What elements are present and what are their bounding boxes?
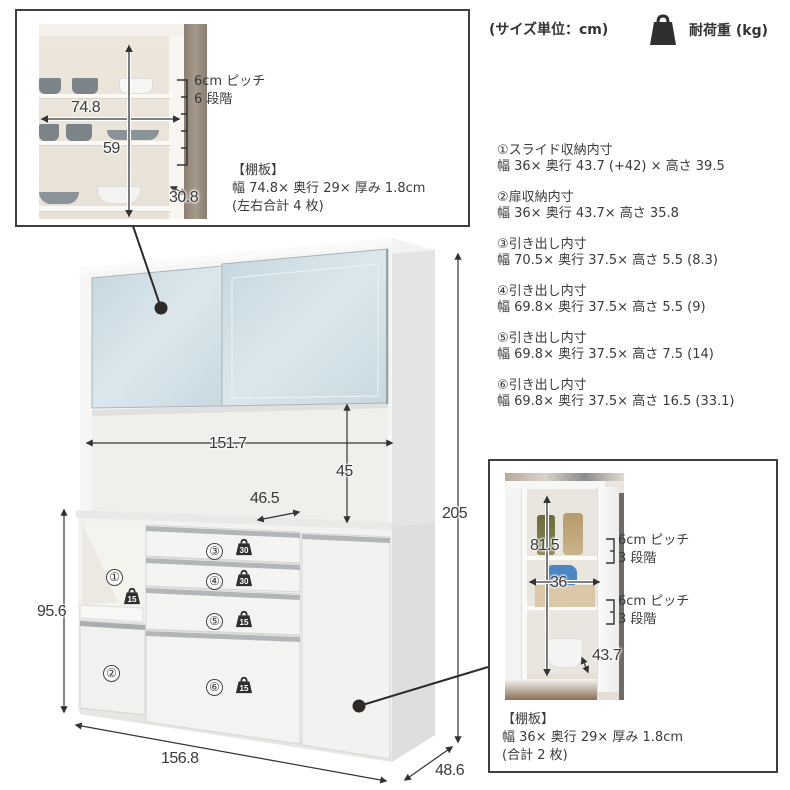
weight-icon: 30 (235, 569, 253, 587)
compartment-number: ① (106, 568, 123, 586)
spec-detail: 幅 69.8× 奥行 37.5× 高さ 7.5 (14) (497, 347, 714, 362)
upper-pitch-line2: 3 段階 (618, 551, 657, 566)
spec-item: ①スライド収納内寸 幅 36× 奥行 43.7 (+42) × 高さ 39.5 (497, 143, 787, 190)
compartment-number: ⑤ (206, 612, 223, 630)
open-depth-label: 46.5 (250, 490, 280, 507)
compartment-number: ④ (206, 572, 223, 590)
unit-label: (サイズ単位：cm) (489, 22, 609, 38)
total-depth-label: 48.6 (435, 762, 465, 779)
shelf-board-title: 【棚板】 (232, 163, 285, 178)
door-shelf-board-title: 【棚板】 (502, 712, 555, 727)
weight-legend-label: 耐荷重 (kg) (689, 23, 769, 39)
door-depth-label: 43.7 (592, 647, 622, 664)
compartment-number: ② (103, 664, 120, 682)
specs-list: ①スライド収納内寸 幅 36× 奥行 43.7 (+42) × 高さ 39.5 … (497, 143, 787, 425)
weight-bag-icon (650, 14, 676, 45)
compartment-number: ⑥ (206, 678, 223, 696)
weight-icon: 15 (123, 587, 141, 605)
spec-title: ③引き出し内寸 (497, 237, 587, 252)
shelf-board-spec: 幅 74.8× 奥行 29× 厚み 1.8cm (232, 181, 426, 196)
compartment-4: ④ (206, 570, 223, 590)
weight-icon: 30 (235, 538, 253, 556)
total-height-label: 205 (442, 505, 468, 522)
spec-title: ①スライド収納内寸 (497, 143, 613, 158)
compartment-2: ② (103, 662, 120, 682)
spec-item: ⑤引き出し内寸 幅 69.8× 奥行 37.5× 高さ 7.5 (14) (497, 331, 787, 378)
svg-text:15: 15 (240, 618, 249, 627)
spec-detail: 幅 36× 奥行 43.7× 高さ 35.8 (497, 206, 679, 221)
spec-detail: 幅 36× 奥行 43.7 (+42) × 高さ 39.5 (497, 159, 725, 174)
compartment-number: ③ (206, 542, 223, 560)
spec-detail: 幅 70.5× 奥行 37.5× 高さ 5.5 (8.3) (497, 253, 718, 268)
lower-height-label: 95.6 (37, 603, 67, 620)
shelf-depth-label: 30.8 (169, 189, 199, 206)
spec-detail: 幅 69.8× 奥行 37.5× 高さ 5.5 (9) (497, 300, 706, 315)
pitch-bracket-icon (177, 79, 188, 166)
spec-item: ⑥引き出し内寸 幅 69.8× 奥行 37.5× 高さ 16.5 (33.1) (497, 378, 787, 425)
total-width-label: 156.8 (161, 750, 199, 767)
spec-title: ⑥引き出し内寸 (497, 378, 587, 393)
door-shelf-board-spec: 幅 36× 奥行 29× 厚み 1.8cm (502, 730, 684, 745)
shelf-height-label: 59 (103, 140, 120, 157)
svg-text:30: 30 (240, 577, 249, 586)
open-width-label: 151.7 (209, 435, 247, 452)
door-shelf-board-count: (合計 2 枚) (502, 748, 568, 763)
shelf-board-count: (左右合計 4 枚) (232, 199, 324, 214)
compartment-6: ⑥ (206, 676, 223, 696)
spec-item: ②扉収納内寸 幅 36× 奥行 43.7× 高さ 35.8 (497, 190, 787, 237)
pitch-line1: 6cm ピッチ (194, 74, 266, 89)
pitch-bracket-icon (606, 538, 615, 564)
shelf-dimension-arrows (40, 44, 188, 218)
pitch-bracket-icon (606, 599, 615, 625)
svg-text:15: 15 (128, 595, 137, 604)
open-height-label: 45 (336, 463, 353, 480)
shelf-width-label: 74.8 (71, 99, 101, 116)
door-height-label: 81.5 (530, 537, 560, 554)
compartment-3: ③ (206, 540, 223, 560)
compartment-5: ⑤ (206, 610, 223, 630)
shelf-inset-frame: 74.8 59 30.8 6cm ピッチ 6 段階 【棚板】 幅 74.8× 奥… (15, 9, 470, 227)
compartment-1: ① (106, 566, 123, 586)
weight-icon: 15 (235, 676, 253, 694)
upper-pitch-line1: 6cm ピッチ (618, 533, 690, 548)
spec-item: ④引き出し内寸 幅 69.8× 奥行 37.5× 高さ 5.5 (9) (497, 284, 787, 331)
door-photo (505, 473, 624, 700)
svg-text:15: 15 (240, 684, 249, 693)
lower-pitch-line2: 3 段階 (618, 612, 657, 627)
door-inset-frame: 81.5 36 43.7 6cm ピッチ 3 段階 6cm ピッチ 3 段階 【… (488, 459, 778, 773)
lower-pitch-line1: 6cm ピッチ (618, 594, 690, 609)
spec-item: ③引き出し内寸 幅 70.5× 奥行 37.5× 高さ 5.5 (8.3) (497, 237, 787, 284)
spec-title: ②扉収納内寸 (497, 190, 574, 205)
pitch-line2: 6 段階 (194, 92, 233, 107)
spec-title: ⑤引き出し内寸 (497, 331, 587, 346)
spec-detail: 幅 69.8× 奥行 37.5× 高さ 16.5 (33.1) (497, 394, 735, 409)
spec-title: ④引き出し内寸 (497, 284, 587, 299)
weight-icon: 15 (235, 610, 253, 628)
svg-text:30: 30 (240, 546, 249, 555)
door-width-label: 36 (550, 574, 567, 591)
door-dimension-arrows (528, 495, 601, 677)
